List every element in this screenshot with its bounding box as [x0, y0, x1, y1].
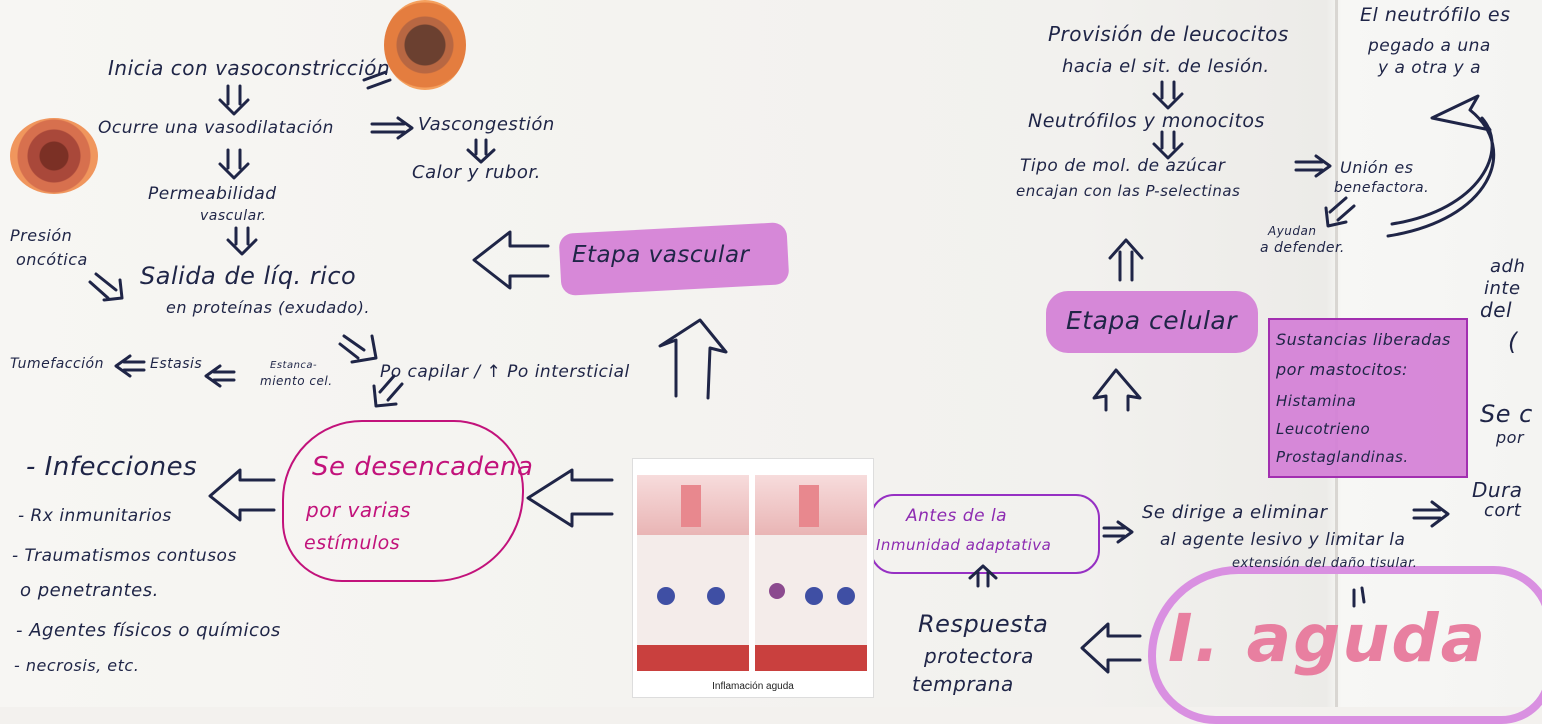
note-se-dirige-1: Se dirige a eliminar [1142, 502, 1328, 523]
note-tipo-1: Tipo de mol. de azúcar [1020, 156, 1226, 176]
note-salida-2: en proteínas (exudado). [166, 298, 370, 317]
etapa-vascular-label: Etapa vascular [572, 242, 750, 268]
note-provision-1: Provisión de leucocitos [1048, 22, 1289, 46]
note-presion-2: oncótica [16, 250, 88, 269]
list-item-3: - Traumatismos contusos [12, 546, 237, 566]
sustancias-box [1268, 318, 1468, 478]
note-permeabilidad-1: Permeabilidad [148, 184, 277, 204]
list-item-2: - Rx inmunitarios [18, 506, 172, 526]
sustancias-line-2: por mastocitos: [1276, 360, 1408, 379]
note-neutrofilos: Neutrófilos y monocitos [1028, 110, 1265, 132]
i-aguda-title: I. aguda [1168, 600, 1488, 677]
edge-text-6: por [1496, 428, 1525, 447]
figure-panel-left [637, 475, 749, 671]
se-desencadena-bubble [282, 420, 524, 582]
se-desencadena-line-2: por varias [306, 498, 412, 522]
cell-illustration-left [10, 118, 98, 194]
note-estancamiento-1: Estanca- [270, 360, 318, 371]
note-neutrofilo-3: y a otra y a [1378, 58, 1482, 78]
etapa-celular-label: Etapa celular [1066, 306, 1238, 335]
figure-panel-right [755, 475, 867, 671]
note-estasis: Estasis [150, 356, 203, 372]
note-union-2: benefactora. [1334, 180, 1430, 196]
edge-text-8: cort [1484, 500, 1522, 521]
note-estancamiento-2: miento cel. [260, 374, 333, 388]
note-inicia: Inicia con vasoconstricción [108, 56, 391, 80]
list-item-1: - Infecciones [26, 452, 198, 482]
edge-text-5: Se c [1480, 400, 1533, 428]
note-presion-capilar: Po capilar / ↑ Po intersticial [380, 362, 630, 382]
edge-text-1: adh [1490, 256, 1526, 277]
note-ocurre: Ocurre una vasodilatación [98, 118, 334, 138]
se-desencadena-line-1: Se desencadena [312, 452, 534, 482]
note-ayudan-2: a defender. [1260, 240, 1345, 256]
note-antes-2: Inmunidad adaptativa [876, 536, 1052, 554]
note-union-1: Unión es [1340, 158, 1414, 177]
edge-text-7: Dura [1472, 478, 1523, 502]
note-respuesta-1: Respuesta [918, 610, 1049, 638]
sustancias-line-1: Sustancias liberadas [1276, 330, 1451, 349]
list-item-6: - necrosis, etc. [14, 656, 140, 675]
note-se-dirige-2: al agente lesivo y limitar la [1160, 530, 1406, 550]
note-tumefaccion: Tumefacción [10, 356, 104, 372]
note-tipo-2: encajan con las P-selectinas [1016, 182, 1241, 200]
note-respuesta-3: temprana [912, 672, 1014, 696]
note-se-dirige-3: extensión del daño tisular. [1232, 556, 1418, 571]
list-item-5: - Agentes físicos o químicos [16, 620, 281, 641]
cell-illustration-top [384, 0, 466, 90]
inflammation-figure: Inflamación aguda [632, 458, 874, 698]
note-ayudan-1: Ayudan [1268, 224, 1317, 238]
etapa-celular-highlight [1046, 291, 1258, 353]
sustancias-line-4: Leucotrieno [1276, 420, 1371, 438]
sustancias-line-3: Histamina [1276, 392, 1357, 410]
note-neutrofilo-1: El neutrófilo es [1360, 4, 1511, 26]
note-antes-1: Antes de la [906, 506, 1008, 526]
note-permeabilidad-2: vascular. [200, 208, 267, 224]
se-desencadena-line-3: estímulos [304, 532, 401, 554]
edge-text-4: ( [1508, 328, 1518, 356]
figure-caption: Inflamación aguda [712, 681, 794, 692]
note-neutrofilo-2: pegado a una [1368, 36, 1491, 56]
edge-text-2: inte [1484, 278, 1521, 299]
edge-text-3: del [1480, 298, 1513, 322]
note-salida-1: Salida de líq. rico [140, 262, 357, 290]
note-respuesta-2: protectora [924, 644, 1034, 668]
note-presion-1: Presión [10, 226, 73, 245]
note-calor: Calor y rubor. [412, 162, 541, 183]
sustancias-highlight [1268, 318, 1468, 478]
note-provision-2: hacia el sit. de lesión. [1062, 56, 1270, 77]
list-item-4: o penetrantes. [20, 580, 159, 601]
sustancias-line-5: Prostaglandinas. [1276, 448, 1409, 466]
note-vascongestion: Vascongestión [418, 114, 555, 135]
